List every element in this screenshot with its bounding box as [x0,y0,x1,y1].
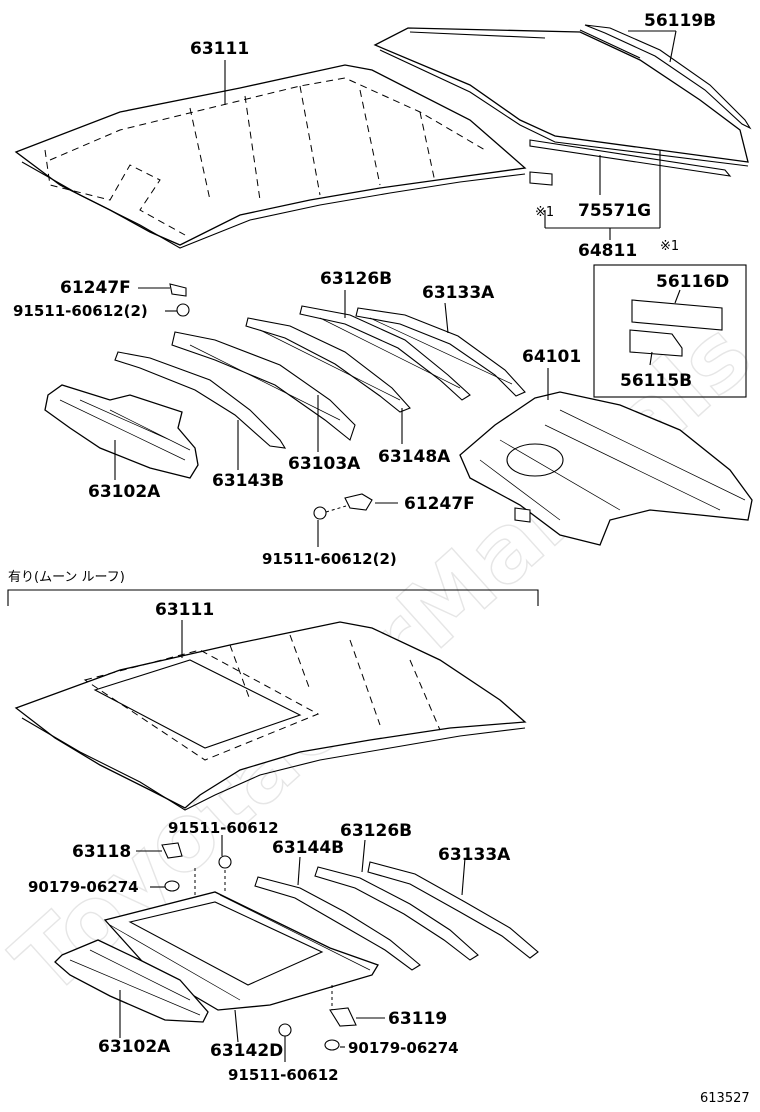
callout-box [593,264,747,398]
label-91511-mid: 91511-60612(2) [262,550,397,568]
label-63133a-bottom: 63133A [438,845,511,865]
roof-panel-bottom [14,621,527,811]
label-63111-top: 63111 [190,39,249,59]
front-header-top [44,384,199,479]
callout-parts [629,289,723,366]
label-91511-bottom-1: 91511-60612 [168,819,279,837]
label-64101: 64101 [522,347,581,367]
label-63126b-bottom: 63126B [340,821,412,841]
section-bracket [7,589,539,606]
front-header-bottom [54,939,209,1023]
label-63119: 63119 [388,1009,447,1029]
label-63103a: 63103A [288,454,361,474]
label-75571g: 75571G [578,201,651,221]
label-63111-bottom: 63111 [155,600,214,620]
rear-window-clip [529,171,553,186]
label-63143b: 63143B [212,471,284,491]
label-56119b: 56119B [644,11,716,31]
label-61247f-top: 61247F [60,278,131,298]
label-63133a-top: 63133A [422,283,495,303]
label-90179-1: 90179-06274 [28,878,139,896]
back-glass-molding [584,24,752,130]
roof-reinforcements-top [114,305,526,449]
label-63148a: 63148A [378,447,451,467]
note-mark-top: ※1 [535,205,554,220]
diagram-id: 613527 [700,1091,750,1106]
note-mark-callout: ※1 [660,239,679,254]
label-91511-top: 91511-60612(2) [13,302,148,320]
label-56115b: 56115B [620,371,692,391]
label-61247f-mid: 61247F [404,494,475,514]
label-63118: 63118 [72,842,131,862]
fasteners-bottom [161,842,357,1051]
label-90179-2: 90179-06274 [348,1039,459,1057]
sunroof-opening [93,659,302,749]
section-label-moonroof: 有り(ムーン ルーフ) [8,570,125,585]
label-63102a-bottom: 63102A [98,1037,171,1057]
roof-panel-top [14,64,527,249]
label-63102a-top: 63102A [88,482,161,502]
label-63126b-top: 63126B [320,269,392,289]
retainer-bolt-top [169,283,373,520]
rear-window-glass [373,24,752,186]
label-63142d: 63142D [210,1041,283,1061]
roof-reinforcements-bottom [254,861,539,971]
label-56116d: 56116D [656,272,729,292]
label-63144b: 63144B [272,838,344,858]
label-91511-bottom-2: 91511-60612 [228,1066,339,1084]
package-tray [459,391,753,546]
label-64811: 64811 [578,241,637,261]
